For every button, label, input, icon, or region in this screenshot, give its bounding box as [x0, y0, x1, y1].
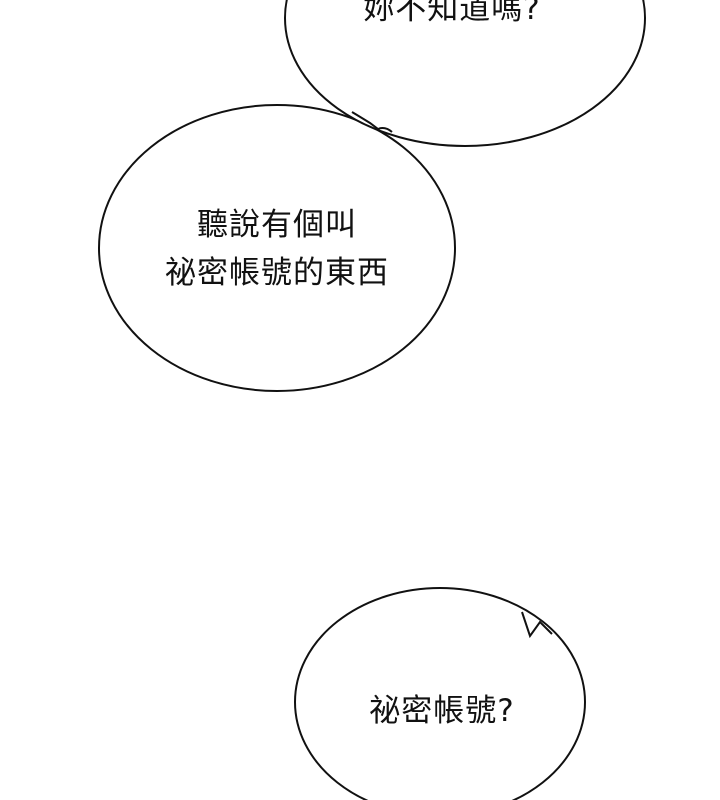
speech-bubble-1-text: 妳不知道嗎? [363, 0, 541, 27]
speech-bubble-2-shape [98, 104, 456, 392]
speech-bubble-3-shape [294, 587, 586, 800]
bubble-tail [351, 111, 393, 133]
speech-bubble-2-line-1: 聽說有個叫 [197, 207, 357, 243]
speech-bubble-1-shape [284, 0, 646, 147]
bubble-notch [521, 611, 553, 639]
speech-bubble-2-line-2: 祕密帳號的東西 [165, 255, 389, 291]
speech-bubble-3-text: 祕密帳號? [369, 693, 515, 729]
